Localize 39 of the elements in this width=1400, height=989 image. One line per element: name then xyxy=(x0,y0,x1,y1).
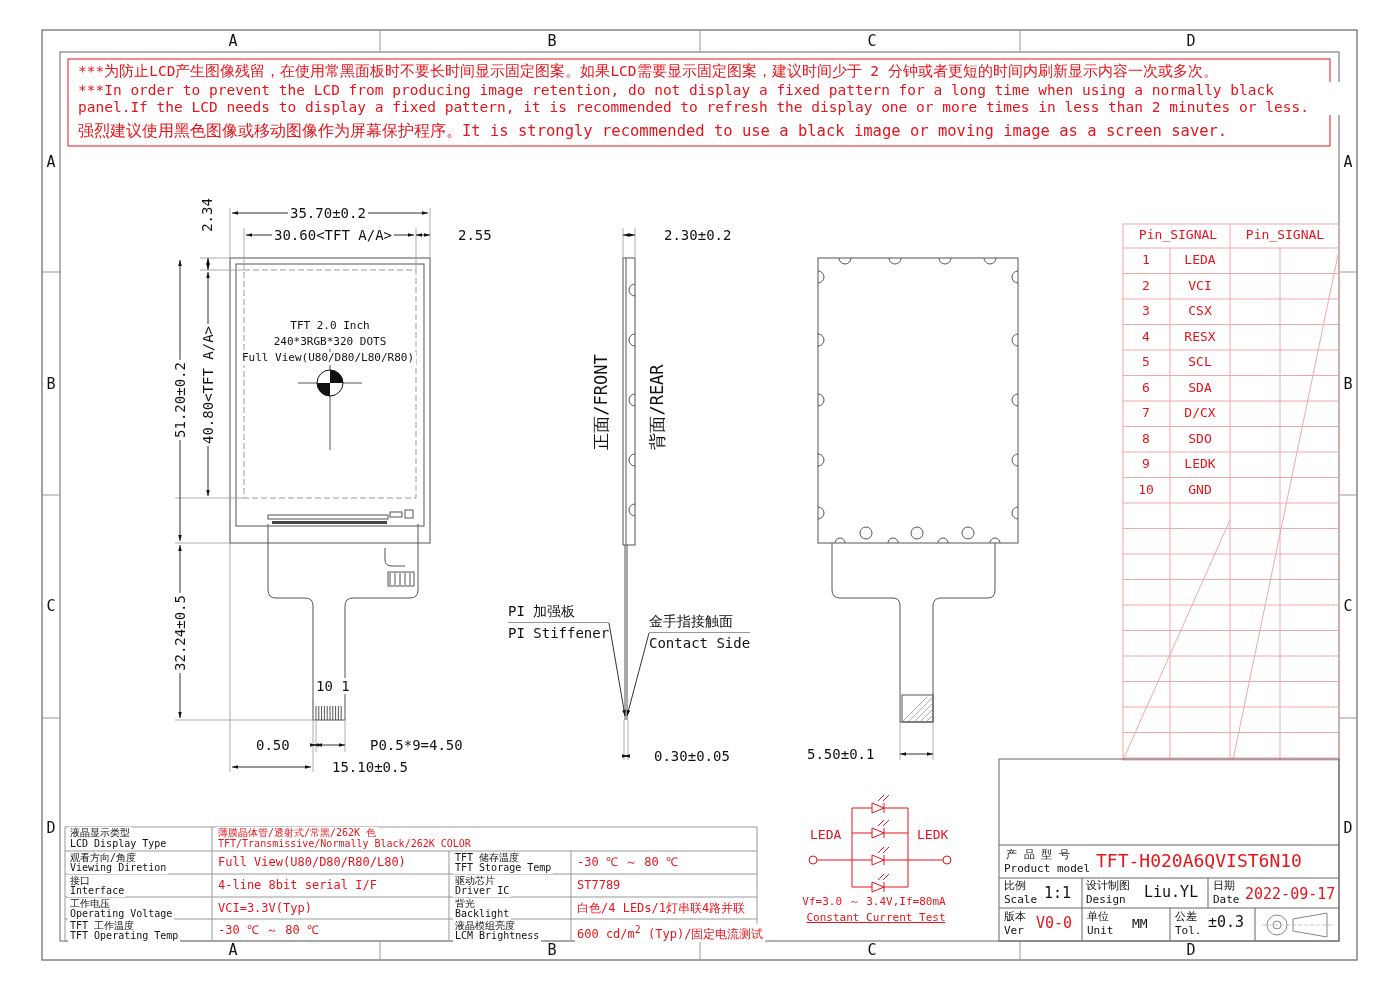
note-text: ***In order to prevent the LCD from producing image retention, do not display a fixed pattern for a long time when using a normally black panel.If the LCD needs to display a fixed pattern, it is recommended to refresh the display one or more times in less than 2 minutes or less. xyxy=(76,82,1342,116)
spec-value: 600 cd/m$^{2}$ (Typ)/固定电流测试 xyxy=(575,924,766,942)
spec-value: 白色/4 LEDs/1灯串联4路并联 xyxy=(575,902,748,916)
dimension-label: 30.60<TFT A/A> xyxy=(272,227,394,244)
part-label: PI Stiffener xyxy=(508,623,610,643)
part-label: 金手指接触面 xyxy=(649,611,751,633)
title-block-label: 版本 xyxy=(1002,911,1028,924)
spec-label: TFT Storage Temp xyxy=(453,862,554,874)
title-block-label: 比例 xyxy=(1002,880,1028,893)
title-block-label: Design xyxy=(1084,894,1128,907)
circuit-note: Constant Current Test xyxy=(804,912,948,925)
leader-line xyxy=(608,622,626,717)
title-block-label: 产 品 型 号 xyxy=(1004,849,1072,862)
pin-number: 10 1 xyxy=(314,678,352,695)
signal-name: D/CX xyxy=(1182,406,1218,421)
spec-value: TFT/Transmissive/Normally Black/262K COLOR xyxy=(216,838,473,850)
spec-label: Backlight xyxy=(453,908,512,920)
spec-label: Viewing Diretion xyxy=(68,862,169,874)
spec-label: 液晶显示类型 xyxy=(68,827,132,839)
spec-label: LCD Display Type xyxy=(68,838,169,850)
spec-label: TFT Operating Temp xyxy=(68,930,181,942)
screen-spec-text: 240*3RGB*320 DOTS xyxy=(271,336,389,349)
spec-label: LCM Brightness xyxy=(453,930,542,942)
leader-line xyxy=(626,632,650,717)
spec-value: 4-line 8bit serial I/F xyxy=(216,879,379,893)
spec-label: Operating Voltage xyxy=(68,908,175,920)
view-label: 背面/REAR xyxy=(648,362,668,452)
spec-label: Interface xyxy=(68,885,127,897)
title-block-label: 设计制图 xyxy=(1084,880,1132,893)
part-label: PI 加强板 xyxy=(508,601,610,623)
product-model: TFT-H020A6QVIST6N10 xyxy=(1094,851,1304,872)
spec-value: 薄膜晶体管/透射式/常黑/262K 色 xyxy=(216,827,379,839)
title-block-label: 单位 xyxy=(1085,911,1111,924)
spec-label: Driver IC xyxy=(453,885,512,897)
part-label: Contact Side xyxy=(649,633,751,653)
title-block-label: 公差 xyxy=(1173,911,1199,924)
circuit-note: Vf=3.0 ～ 3.4V,If=80mA xyxy=(800,896,948,909)
view-label: 正面/FRONT xyxy=(592,352,612,452)
title-block-label: 日期 xyxy=(1211,880,1237,893)
